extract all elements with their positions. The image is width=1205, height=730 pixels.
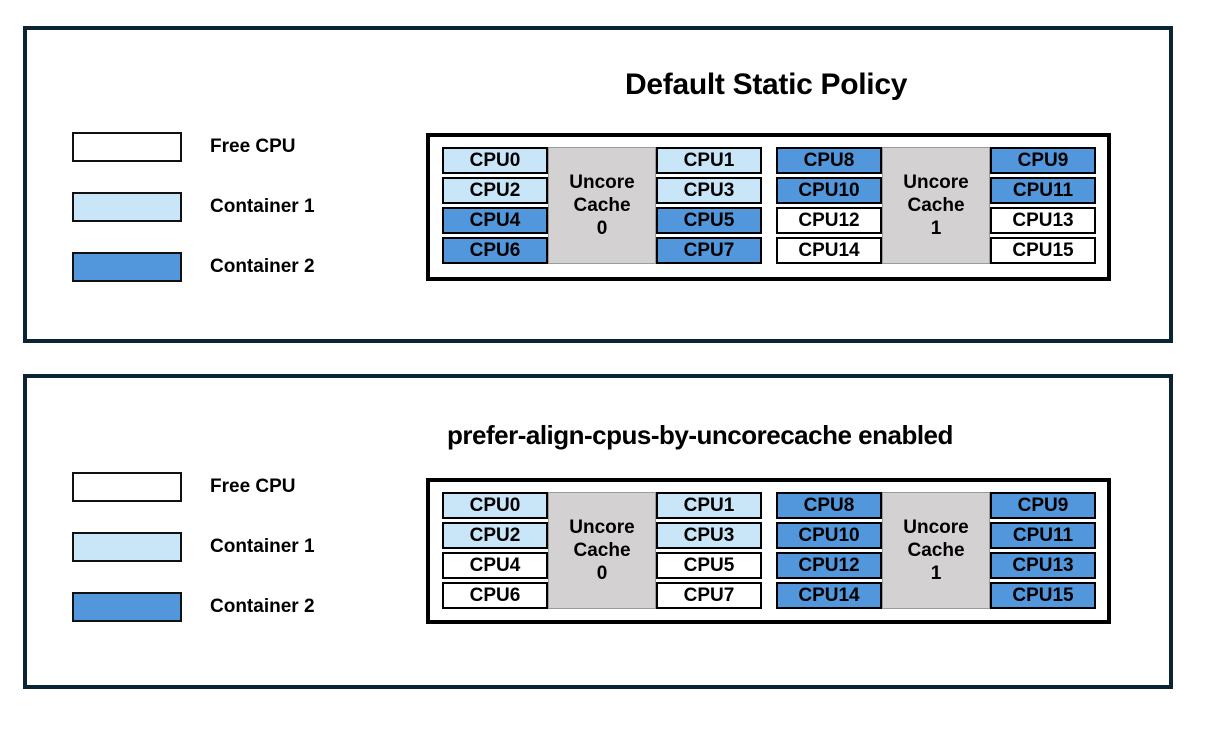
cpu-cell-cpu10: CPU10 — [776, 522, 882, 549]
legend-item-container2: Container 2 — [72, 252, 315, 282]
cache-label-line: Cache — [573, 539, 631, 561]
cpu-cell-cpu13: CPU13 — [990, 207, 1096, 234]
cpu-cell-cpu5: CPU5 — [656, 552, 762, 579]
panel-default-static-policy: Default Static Policy Free CPU Container … — [23, 26, 1173, 343]
cpu-cell-cpu14: CPU14 — [776, 582, 882, 609]
legend-label: Container 1 — [210, 536, 315, 557]
legend-swatch-container2 — [72, 252, 182, 282]
cache-label-line: 0 — [596, 218, 608, 240]
legend-item-free: Free CPU — [72, 472, 296, 502]
cpu-cell-cpu7: CPU7 — [656, 237, 762, 264]
legend-item-container1: Container 1 — [72, 532, 315, 562]
cache-label-line: Uncore — [569, 516, 635, 538]
cpu-cell-cpu7: CPU7 — [656, 582, 762, 609]
cpu-cell-cpu0: CPU0 — [442, 492, 548, 519]
cpu-cell-cpu2: CPU2 — [442, 177, 548, 204]
cache-label-line: 0 — [596, 563, 608, 585]
legend-label: Container 2 — [210, 596, 315, 617]
legend-swatch-free — [72, 132, 182, 162]
cache-label-line: Cache — [573, 194, 631, 216]
cpu-cell-cpu6: CPU6 — [442, 237, 548, 264]
panel-title-default-static-policy: Default Static Policy — [625, 68, 908, 101]
legend-swatch-free — [72, 472, 182, 502]
legend-label: Free CPU — [210, 476, 296, 497]
cpu-cell-cpu15: CPU15 — [990, 582, 1096, 609]
cpu-cell-cpu4: CPU4 — [442, 552, 548, 579]
cpu-cell-cpu15: CPU15 — [990, 237, 1096, 264]
cache-label-line: Uncore — [569, 171, 635, 193]
cpu-cell-cpu3: CPU3 — [656, 522, 762, 549]
cpu-cell-cpu11: CPU11 — [990, 522, 1096, 549]
legend: Free CPU Container 1 Container 2 — [72, 30, 412, 339]
cache-label-line: 1 — [930, 218, 942, 240]
cache-label-line: Cache — [907, 194, 965, 216]
legend-swatch-container2 — [72, 592, 182, 622]
cache-label-line: Cache — [907, 539, 965, 561]
legend: Free CPU Container 1 Container 2 — [72, 378, 412, 685]
panel-prefer-align-uncorecache: prefer-align-cpus-by-uncorecache enabled… — [23, 374, 1173, 689]
legend-label: Container 2 — [210, 256, 315, 277]
cpu-cell-cpu12: CPU12 — [776, 552, 882, 579]
cpu-cell-cpu5: CPU5 — [656, 207, 762, 234]
legend-swatch-container1 — [72, 192, 182, 222]
cpu-cell-cpu13: CPU13 — [990, 552, 1096, 579]
panel-title-prefer-align-uncorecache: prefer-align-cpus-by-uncorecache enabled — [447, 420, 953, 450]
cpu-cell-cpu9: CPU9 — [990, 492, 1096, 519]
cpu-cell-cpu14: CPU14 — [776, 237, 882, 264]
cache-label-line: Uncore — [903, 516, 969, 538]
cpu-cell-cpu1: CPU1 — [656, 492, 762, 519]
legend-item-free: Free CPU — [72, 132, 296, 162]
cpu-cell-cpu8: CPU8 — [776, 492, 882, 519]
cpu-cell-cpu1: CPU1 — [656, 147, 762, 174]
cpu-cell-cpu3: CPU3 — [656, 177, 762, 204]
cpu-cell-cpu12: CPU12 — [776, 207, 882, 234]
legend-label: Free CPU — [210, 136, 296, 157]
cpu-cell-cpu10: CPU10 — [776, 177, 882, 204]
cpu-cell-cpu0: CPU0 — [442, 147, 548, 174]
legend-label: Container 1 — [210, 196, 315, 217]
cpu-cell-cpu2: CPU2 — [442, 522, 548, 549]
legend-item-container2: Container 2 — [72, 592, 315, 622]
legend-swatch-container1 — [72, 532, 182, 562]
cpu-cell-cpu4: CPU4 — [442, 207, 548, 234]
cache-label-line: 1 — [930, 563, 942, 585]
cpu-cell-cpu11: CPU11 — [990, 177, 1096, 204]
cpu-cell-cpu8: CPU8 — [776, 147, 882, 174]
cpu-cell-cpu6: CPU6 — [442, 582, 548, 609]
cpu-cell-cpu9: CPU9 — [990, 147, 1096, 174]
legend-item-container1: Container 1 — [72, 192, 315, 222]
cache-label-line: Uncore — [903, 171, 969, 193]
